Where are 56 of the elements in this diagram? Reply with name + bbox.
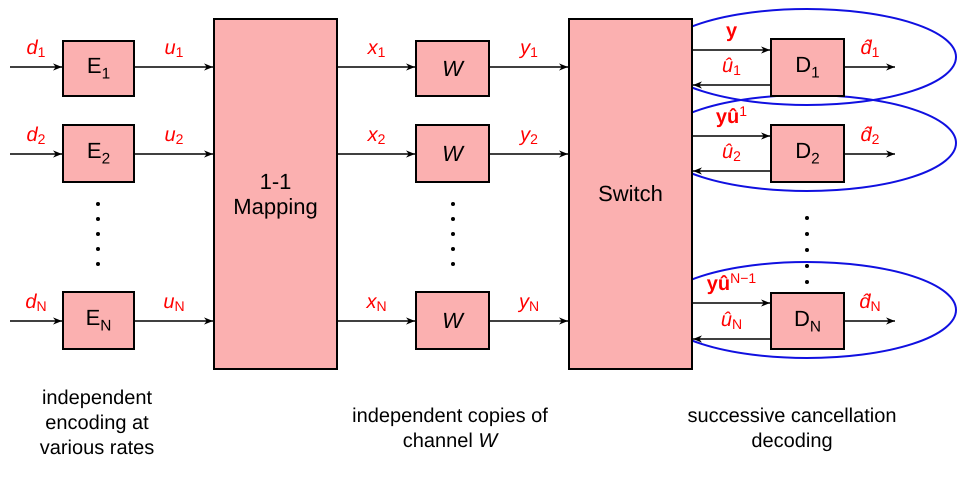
edge-label: x$_{1}$ [366,36,386,61]
arrow [693,46,770,54]
edge-label: x$_{N}$ [365,290,388,315]
arrow [845,317,895,325]
edge-label: û$_{2}$ [721,140,742,165]
edge-label: y$_{1}$ [519,36,539,61]
edge-label: u$_{2}$ [164,123,184,148]
arrow [693,132,770,140]
arrow [338,150,415,158]
decoder-box: D$_{N}$ [770,292,845,350]
edge-label: u$_{1}$ [164,36,184,61]
edge-label: d̂$_{N}$ [858,290,882,315]
arrow [338,317,415,325]
edge-label: d̂$_{2}$ [860,123,880,148]
edge-label: yû$^{N−1}$ [706,272,758,297]
caption-text: independent copies of channel W [351,404,549,454]
caption-text: successive cancellation decoding [686,404,898,454]
edge-label: y$_{2}$ [519,123,539,148]
edge-label: û$_{1}$ [721,54,742,79]
edge-label: d$_{N}$ [24,290,48,315]
edge-label: y$_{N}$ [518,290,540,315]
arrow [338,63,415,71]
edge-label: û$_{N}$ [720,308,744,333]
edge-label: yû$^{1}$ [714,105,748,130]
arrow [135,150,213,158]
channel-box: W [415,40,490,97]
decoder-box: D$_{2}$ [770,124,845,183]
channel-box: W [415,291,490,350]
edge-label: d̂$_{1}$ [860,36,880,61]
arrow [693,335,770,343]
edge-label: u$_{N}$ [162,290,186,315]
edge-label: d$_{1}$ [26,36,46,61]
arrow [845,150,895,158]
arrow [10,317,62,325]
encoder-box: E$_{N}$ [62,291,135,350]
arrow [135,63,213,71]
arrow [135,317,213,325]
edge-label: y [724,19,738,44]
decoder-box: D$_{1}$ [770,38,845,97]
arrow [490,317,568,325]
arrow [490,63,568,71]
encoder-box: E$_{1}$ [62,40,135,97]
encoder-box: E$_{2}$ [62,124,135,183]
caption-text: independent encoding at various rates [38,386,156,461]
arrow [10,150,62,158]
arrow [490,150,568,158]
arrow [693,299,770,307]
switch-box: Switch [568,18,693,370]
channel-box: W [415,124,490,183]
arrow [845,63,895,71]
arrow [693,81,770,89]
edge-label: x$_{2}$ [366,123,386,148]
arrow [10,63,62,71]
mapping-box: 1-1 Mapping [213,18,338,370]
arrow [693,167,770,175]
edge-label: d$_{2}$ [26,123,46,148]
